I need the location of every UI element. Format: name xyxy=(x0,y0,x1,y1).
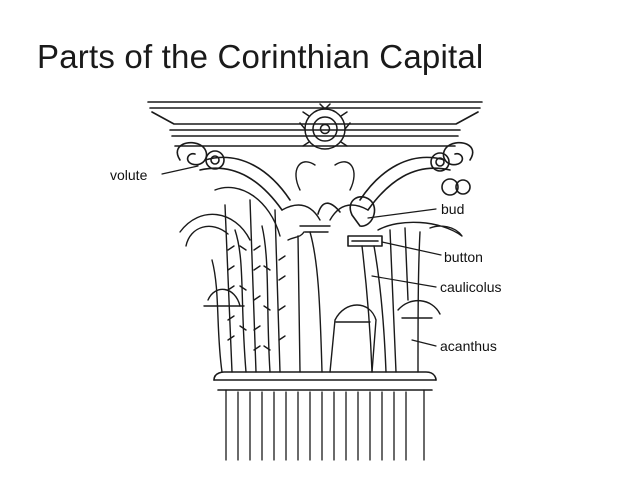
leader-bud xyxy=(368,209,436,218)
bud xyxy=(318,197,375,226)
label-caulicolus: caulicolus xyxy=(440,279,501,295)
astragal xyxy=(214,372,436,390)
volute-left xyxy=(177,143,290,210)
volute-right xyxy=(360,143,473,210)
abacus-flower xyxy=(300,104,350,149)
label-bud: bud xyxy=(441,201,464,217)
label-button: button xyxy=(444,249,483,265)
leader-lines xyxy=(162,166,441,346)
label-volute: volute xyxy=(110,167,148,183)
button xyxy=(348,236,382,246)
leader-caulicolus xyxy=(372,276,436,287)
acanthus-left xyxy=(180,187,330,372)
label-acanthus: acanthus xyxy=(440,338,497,354)
leader-acanthus xyxy=(412,340,436,346)
column-shaft xyxy=(226,390,424,460)
leader-volute xyxy=(162,166,198,174)
helices xyxy=(282,162,368,220)
abacus xyxy=(148,102,482,146)
